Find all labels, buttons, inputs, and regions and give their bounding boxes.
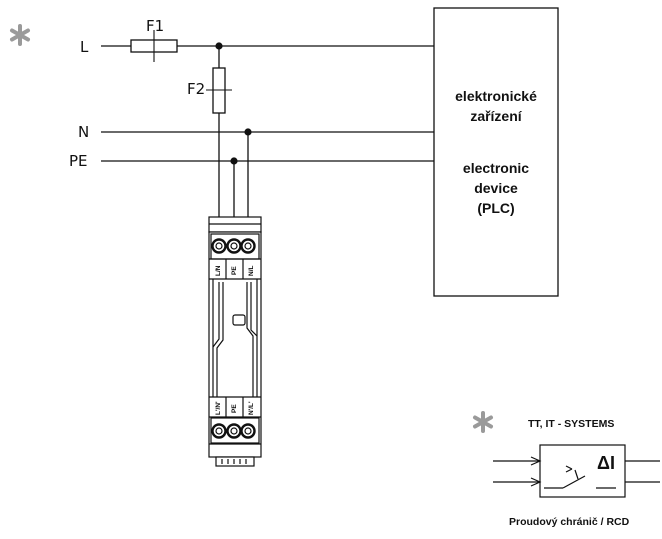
terminal-label-top-2: PE — [231, 266, 238, 275]
asterisk-icon — [10, 24, 30, 46]
rcd-delta-label: ΔI — [597, 453, 615, 473]
rcd-caption: Proudový chránič / RCD — [509, 516, 630, 528]
terminal-label-bottom-3: N'/L' — [248, 401, 255, 415]
label-f2: F2 — [187, 80, 205, 98]
label-n: N — [78, 123, 89, 141]
terminal-label-top-1: L/N — [215, 265, 222, 276]
device-label-cz-2: zařízení — [470, 108, 522, 124]
terminal-label-bottom-1: L'/N' — [215, 401, 222, 415]
terminal-screws-top — [211, 238, 256, 254]
terminal-label-bottom-2: PE — [231, 404, 238, 413]
device-label-cz-1: elektronické — [455, 88, 537, 104]
label-pe: PE — [69, 152, 88, 170]
din-module — [208, 216, 262, 467]
terminal-screws-bottom — [211, 423, 256, 439]
label-f1: F1 — [146, 17, 164, 35]
device-label-en-2: device — [474, 180, 518, 196]
rcd-systems-label: TT, IT - SYSTEMS — [528, 418, 614, 430]
device-label-en-1: electronic — [463, 160, 529, 176]
rcd-symbol — [493, 444, 660, 498]
device-label-en-3: (PLC) — [477, 200, 514, 216]
device-box — [433, 7, 559, 297]
terminal-label-top-3: N/L — [248, 266, 255, 277]
label-l: L — [80, 38, 89, 56]
asterisk-icon — [473, 411, 493, 433]
